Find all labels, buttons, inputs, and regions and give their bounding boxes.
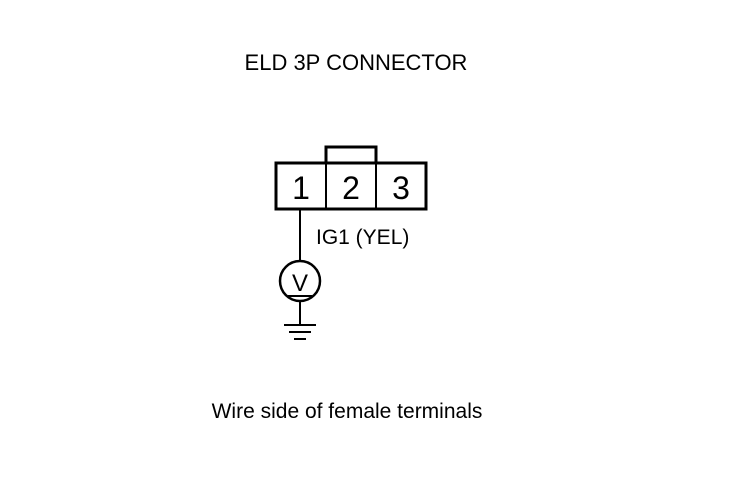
wire-label: IG1 (YEL) — [316, 226, 409, 249]
pin-1-label: 1 — [292, 170, 310, 206]
connector-lock-tab — [324, 145, 378, 163]
pin-2-label: 2 — [342, 170, 360, 206]
connector-body — [274, 161, 428, 211]
voltmeter-icon: V — [278, 259, 322, 303]
voltmeter-symbol: V — [292, 270, 308, 297]
diagram-title: ELD 3P CONNECTOR — [245, 50, 468, 75]
pin-3-label: 3 — [392, 170, 410, 206]
ground-icon — [284, 324, 316, 340]
diagram-caption: Wire side of female terminals — [212, 400, 483, 423]
